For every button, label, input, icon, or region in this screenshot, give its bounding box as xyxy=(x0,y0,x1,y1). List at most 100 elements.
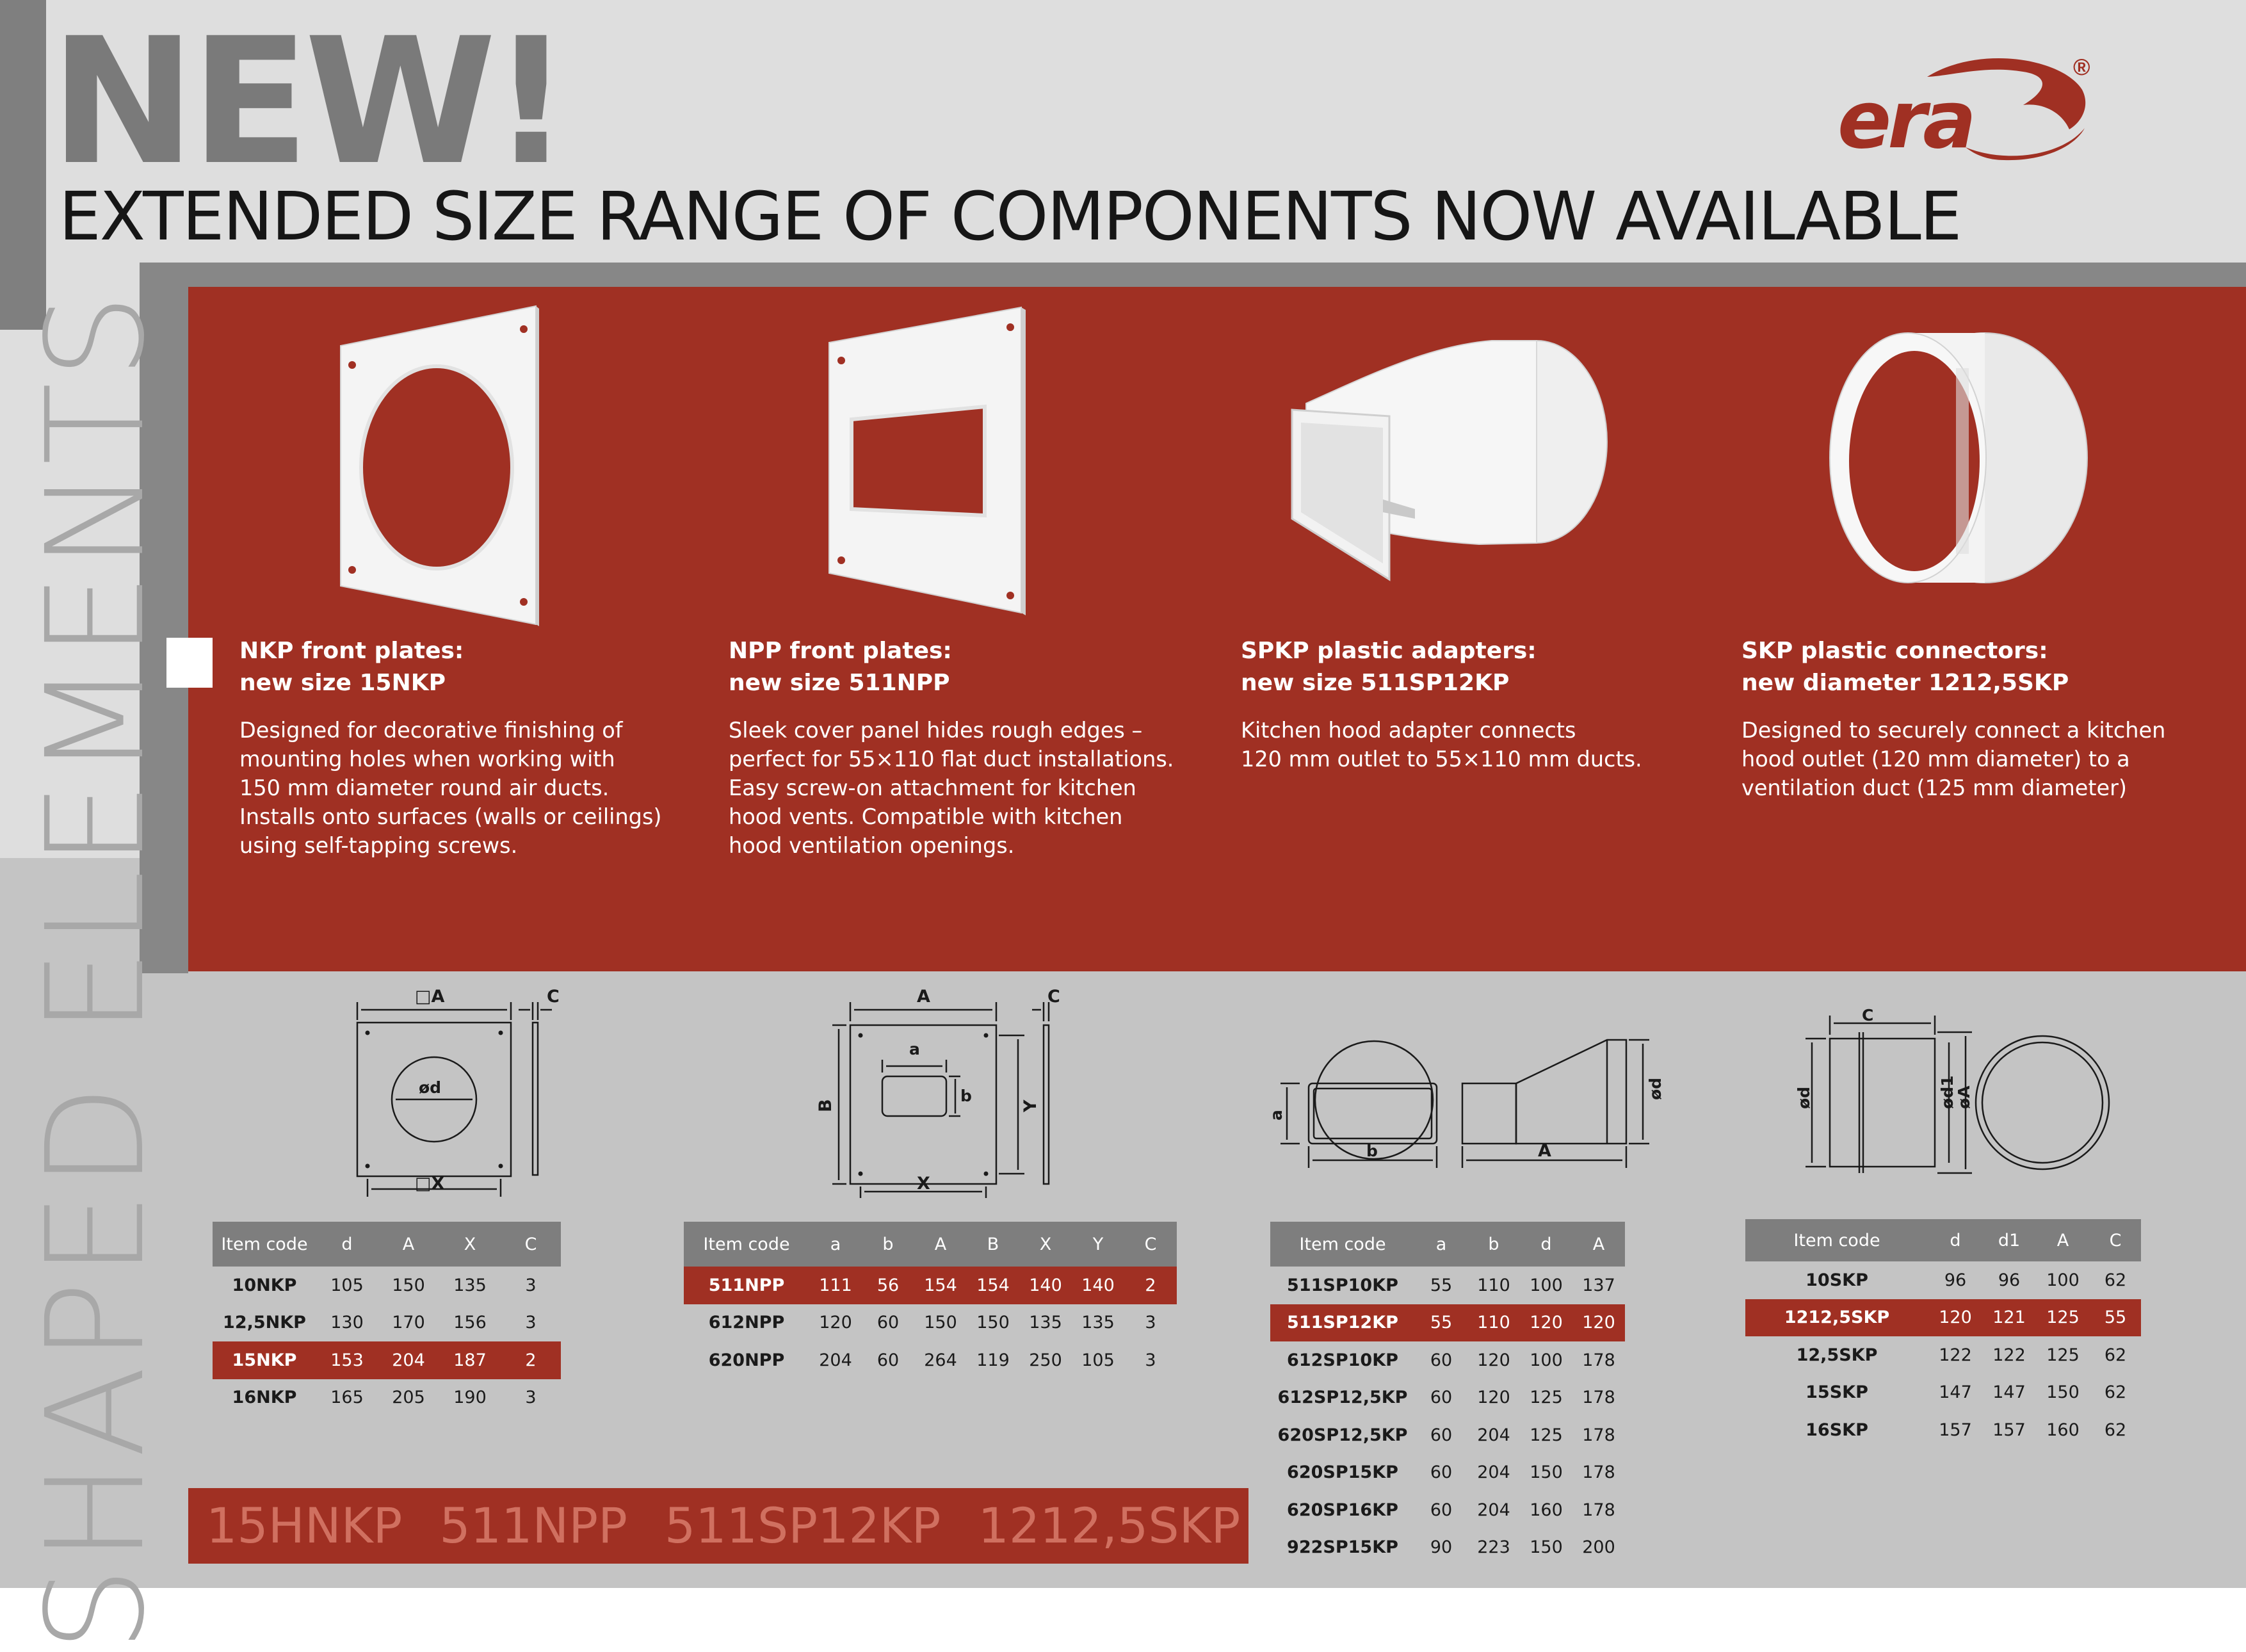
table-cell: 140 xyxy=(1072,1267,1124,1304)
table-cell: 200 xyxy=(1582,1537,1615,1558)
table-cell: 140 xyxy=(1019,1267,1072,1304)
product-description-skp: Designed to securely connect a kitchen h… xyxy=(1741,716,2165,802)
table-row-highlighted: 1212,5SKP 120 121 125 55 xyxy=(1745,1299,2141,1336)
table-cell: 147 xyxy=(1939,1382,1972,1403)
description-line: Kitchen hood adapter connects xyxy=(1241,718,1576,743)
table-cell: 122 xyxy=(1939,1345,1972,1365)
table-cell: 3 xyxy=(1145,1313,1156,1333)
table-cell: 178 xyxy=(1582,1388,1615,1408)
table-cell: 150 xyxy=(976,1313,1010,1333)
product-description-nkp: Designed for decorative finishing of mou… xyxy=(239,716,661,860)
description-line: 150 mm diameter round air ducts. xyxy=(239,775,610,800)
table-cell: 156 xyxy=(453,1313,487,1333)
table-cell: 120 xyxy=(819,1313,852,1333)
dim-label-x: X xyxy=(917,1174,930,1194)
item-code-cell: 16NKP xyxy=(232,1388,297,1408)
item-code-cell: 922SP15KP xyxy=(1287,1537,1398,1558)
column-header: A xyxy=(1572,1222,1625,1267)
table-cell: 125 xyxy=(2036,1299,2090,1336)
product-title-spkp: SPKP plastic adapters: new size 511SP12K… xyxy=(1241,635,1537,699)
table-cell: 150 xyxy=(392,1275,425,1295)
description-line: Easy screw-on attachment for kitchen xyxy=(729,775,1136,800)
item-code-cell: 511SP10KP xyxy=(1287,1275,1398,1295)
column-header: d1 xyxy=(1982,1219,2036,1261)
dim-label-d1: ød1 xyxy=(1938,1076,1957,1109)
table-cell: 3 xyxy=(525,1275,537,1295)
description-line: Designed to securely connect a kitchen xyxy=(1741,718,2166,743)
brand-logo: era xyxy=(1838,58,2086,166)
table-cell: 160 xyxy=(1530,1500,1563,1520)
table-cell: 60 xyxy=(1430,1425,1453,1445)
table-cell: 3 xyxy=(1145,1350,1156,1370)
table-cell: 55 xyxy=(2090,1299,2141,1336)
table-cell: 100 xyxy=(1530,1350,1563,1370)
table-cell: 205 xyxy=(392,1388,425,1408)
table-cell: 120 xyxy=(1477,1350,1510,1370)
table-cell: 147 xyxy=(1992,1382,2026,1403)
dim-label-a-lower: a xyxy=(909,1040,920,1058)
table-cell: 60 xyxy=(1430,1388,1453,1408)
headline: NEW! xyxy=(50,1,571,204)
column-header: X xyxy=(1019,1222,1072,1267)
dim-label-a: □A xyxy=(415,987,445,1007)
table-row: 511SP10KP 55 110 100 137 xyxy=(1270,1267,1625,1304)
description-line: using self-tapping screws. xyxy=(239,833,518,858)
item-code-cell: 620SP16KP xyxy=(1287,1500,1398,1520)
column-header: Item code xyxy=(1745,1219,1928,1261)
table-row: 10NKP 105 150 135 3 xyxy=(213,1267,561,1304)
spkp-technical-drawing: a b A ød xyxy=(1267,1039,1665,1168)
product-title-skp: SKP plastic connectors: new diameter 121… xyxy=(1741,635,2069,699)
table-cell: 204 xyxy=(1477,1462,1510,1483)
table-row: 12,5SKP 122 122 125 62 xyxy=(1745,1336,2141,1374)
table-cell: 100 xyxy=(1530,1275,1563,1295)
table-cell: 154 xyxy=(914,1267,967,1304)
table-cell: 110 xyxy=(1477,1275,1510,1295)
table-cell: 204 xyxy=(378,1341,439,1379)
table-cell: 264 xyxy=(924,1350,957,1370)
table-cell: 60 xyxy=(1430,1350,1453,1370)
table-cell: 130 xyxy=(330,1313,364,1333)
table-cell: 178 xyxy=(1582,1425,1615,1445)
item-code-cell: 12,5NKP xyxy=(223,1313,306,1333)
product-title-nkp-line2: new size 15NKP xyxy=(239,670,446,696)
table-cell: 119 xyxy=(976,1350,1010,1370)
product-title-skp-line1: SKP plastic connectors: xyxy=(1741,638,2048,664)
table-row: 15SKP 147 147 150 62 xyxy=(1745,1374,2141,1412)
table-cell: 204 xyxy=(819,1350,852,1370)
table-header-row: Item code a b A B X Y C xyxy=(684,1222,1177,1267)
table-cell: 62 xyxy=(2104,1270,2127,1290)
dim-label-a-small: a xyxy=(1267,1110,1286,1121)
table-cell: 150 xyxy=(1530,1537,1563,1558)
table-cell: 55 xyxy=(1430,1275,1453,1295)
description-line: perfect for 55×110 flat duct installatio… xyxy=(729,747,1174,772)
description-line: 120 mm outlet to 55×110 mm ducts. xyxy=(1241,747,1642,772)
item-code-cell: 620SP12,5KP xyxy=(1277,1425,1408,1445)
table-cell: 157 xyxy=(1939,1420,1972,1440)
column-header: d xyxy=(1520,1222,1572,1267)
column-header: Y xyxy=(1072,1222,1124,1267)
column-header: Item code xyxy=(684,1222,809,1267)
item-code-cell: 10NKP xyxy=(232,1275,297,1295)
item-code-cell: 511SP12KP xyxy=(1270,1304,1415,1341)
table-cell: 135 xyxy=(453,1275,487,1295)
registered-mark: ® xyxy=(2073,54,2090,80)
table-cell: 178 xyxy=(1582,1500,1615,1520)
product-description-npp: Sleek cover panel hides rough edges – pe… xyxy=(729,716,1174,860)
table-cell: 120 xyxy=(1520,1304,1572,1341)
new-code: 15HNKP xyxy=(206,1497,403,1554)
dim-label-b-lower: b xyxy=(960,1087,972,1105)
item-code-cell: 10SKP xyxy=(1806,1270,1868,1290)
new-code: 511NPP xyxy=(439,1497,627,1554)
table-cell: 110 xyxy=(1467,1304,1520,1341)
table-cell: 2 xyxy=(501,1341,561,1379)
table-row-highlighted: 511SP12KP 55 110 120 120 xyxy=(1270,1304,1625,1341)
item-code-cell: 15NKP xyxy=(213,1341,316,1379)
new-code: 1212,5SKP xyxy=(978,1497,1241,1554)
table-row: 612SP12,5KP 60 120 125 178 xyxy=(1270,1379,1625,1417)
table-cell: 60 xyxy=(1430,1462,1453,1483)
column-header: C xyxy=(501,1222,561,1267)
table-cell: 120 xyxy=(1572,1304,1625,1341)
table-cell: 60 xyxy=(1430,1500,1453,1520)
product-title-nkp-line1: NKP front plates: xyxy=(239,638,464,664)
table-cell: 125 xyxy=(2046,1345,2080,1365)
